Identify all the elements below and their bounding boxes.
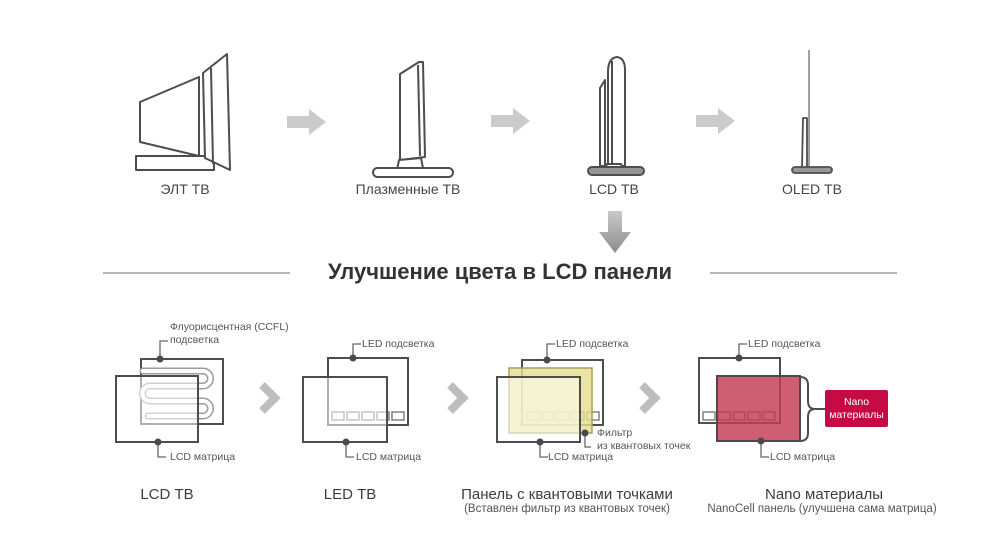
divider-line-right — [710, 272, 897, 274]
right-arrow-icon — [287, 109, 326, 135]
nanocell-matrix-layer — [716, 375, 801, 442]
lcd-matrix-layer — [496, 376, 581, 443]
right-arrow-icon — [491, 108, 530, 134]
lcd-tv-icon — [587, 56, 645, 176]
crt-tv-icon — [135, 53, 231, 171]
label-lcd-matrix: LCD матрица — [170, 451, 236, 463]
section-title: Улучшение цвета в LCD панели — [327, 259, 673, 284]
panel-subcaption-nano: NanoCell панель (улучшена сама матрица) — [707, 503, 937, 515]
lcd-matrix-layer — [302, 376, 388, 443]
tv-label-lcd: LCD ТВ — [589, 181, 639, 197]
label-led-backlight: LED подсветка — [362, 338, 435, 350]
panel-caption-quantum: Панель с квантовыми точками — [461, 486, 673, 503]
label-led-backlight: LED подсветка — [556, 338, 629, 350]
quantum-dot-diagram — [496, 343, 604, 458]
tv-label-plasma: Плазменные ТВ — [355, 181, 461, 197]
label-lcd-matrix: LCD матрица — [770, 451, 836, 463]
tv-label-crt: ЭЛТ ТВ — [160, 181, 210, 197]
divider-line-left — [103, 272, 290, 274]
panel-subcaption-quantum: (Вставлен фильтр из квантовых точек) — [464, 503, 670, 515]
chevron-right-icon — [639, 382, 661, 414]
plasma-tv-icon — [372, 61, 454, 178]
chevron-right-icon — [259, 382, 281, 414]
label-lcd-matrix: LCD матрица — [548, 451, 614, 463]
down-arrow-icon — [599, 211, 631, 253]
label-led-backlight: LED подсветка — [748, 338, 821, 350]
nanocell-diagram — [698, 343, 825, 458]
panel-caption-led: LED ТВ — [323, 486, 377, 503]
led-tv-diagram — [302, 343, 409, 458]
chevron-right-icon — [447, 382, 469, 414]
oled-tv-icon — [791, 50, 833, 174]
panel-caption-nano: Nano материалы — [765, 486, 883, 503]
label-lcd-matrix: LCD матрица — [356, 451, 422, 463]
label-ccfl-backlight: Флуорисцентная (CCFL) подсветка — [170, 321, 289, 346]
brace — [799, 376, 816, 442]
tv-label-oled: OLED ТВ — [782, 181, 842, 197]
nano-materials-badge: Nano материалы — [825, 390, 888, 427]
label-quantum-filter: Фильтр из квантовых точек — [597, 427, 691, 452]
panel-caption-lcd: LCD ТВ — [140, 486, 194, 503]
lcd-matrix-layer — [115, 375, 199, 443]
lcd-ccfl-diagram — [115, 340, 224, 458]
right-arrow-icon — [696, 108, 735, 134]
